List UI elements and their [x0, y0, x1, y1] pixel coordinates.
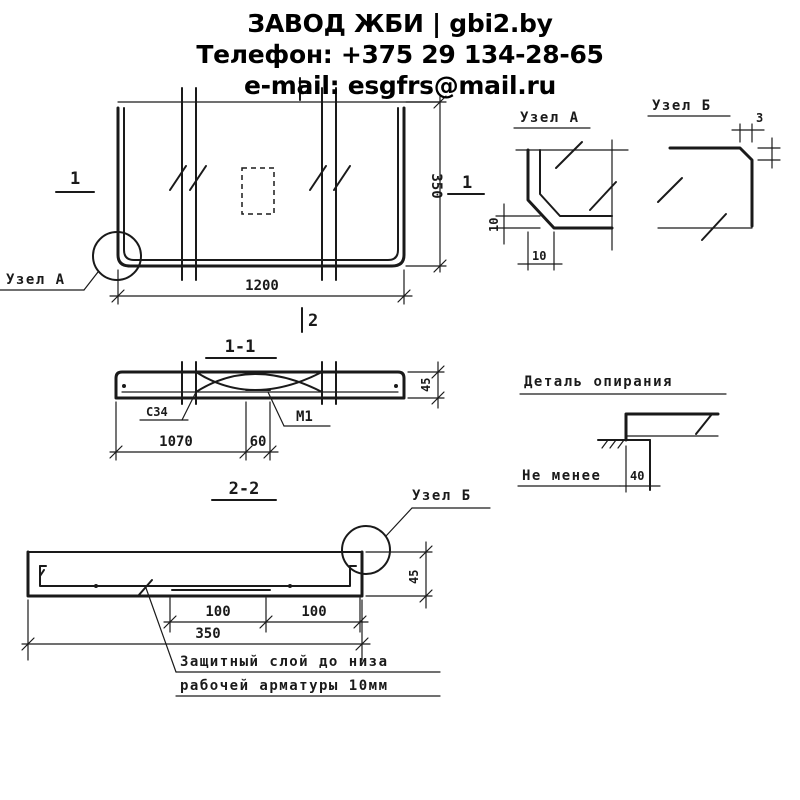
- plan-section-mark-left: 1: [70, 169, 80, 189]
- plan-dim-height: 350: [428, 173, 444, 198]
- section-1-dim-b: 60: [250, 434, 267, 450]
- node-a-dim-w: 10: [532, 249, 546, 263]
- section-2-note-line2: рабочей арматуры 10мм: [180, 678, 389, 694]
- node-a-dim-h: 10: [487, 218, 501, 232]
- plan-view: 350 1200 1 1 2 2 Узел А: [0, 77, 485, 333]
- support-detail: Деталь опирания Не менее 40: [517, 374, 727, 493]
- section-1-dim-h: 45: [419, 378, 433, 392]
- section-1-right-label: М1: [296, 409, 313, 425]
- contact-header: ЗАВОД ЖБИ | gbi2.by Телефон: +375 29 134…: [0, 8, 800, 101]
- header-company: ЗАВОД ЖБИ | gbi2.by: [247, 9, 553, 38]
- section-2-2: 2-2 Узел Б 45 100 100: [21, 479, 491, 697]
- section-1-1: 1-1 45 С34 М1 1070: [109, 337, 445, 461]
- header-email: e-mail: esgfrs@mail.ru: [244, 71, 556, 100]
- section-2-dim-total: 350: [195, 626, 220, 642]
- section-2-dim-b: 100: [301, 604, 326, 620]
- section-2-node-b-circle: [341, 525, 391, 575]
- section-1-dim-a: 1070: [159, 434, 193, 450]
- plan-section-mark-top: 2: [304, 83, 311, 97]
- node-a-title: Узел А: [520, 110, 580, 126]
- support-min-value: 40: [630, 469, 644, 483]
- section-2-note-line1: Защитный слой до низа: [180, 654, 389, 670]
- plan-section-mark-bottom: 2: [308, 311, 318, 331]
- node-b-detail: Узел Б 3: [647, 98, 781, 241]
- plan-opening: [241, 167, 275, 215]
- plan-section-mark-right: 1: [462, 173, 472, 193]
- plan-node-a-circle: [92, 231, 142, 281]
- plan-dim-width: 1200: [245, 278, 279, 294]
- section-1-left-label: С34: [146, 405, 168, 419]
- section-2-dim-h: 45: [407, 570, 421, 584]
- section-2-title: 2-2: [229, 479, 260, 499]
- plan-slab-inner: [123, 107, 399, 261]
- section-2-node-label: Узел Б: [412, 488, 472, 504]
- section-2-dim-a: 100: [205, 604, 230, 620]
- support-min-label: Не менее: [522, 468, 601, 484]
- node-b-dim: 3: [756, 111, 763, 125]
- plan-node-a-label: Узел А: [6, 272, 66, 288]
- support-title: Деталь опирания: [524, 374, 673, 390]
- plan-slab-outline: [116, 106, 406, 268]
- header-phone: Телефон: +375 29 134-28-65: [196, 40, 604, 69]
- node-b-title: Узел Б: [652, 98, 712, 114]
- section-1-title: 1-1: [225, 337, 256, 357]
- node-a-detail: Узел А 10 10: [487, 110, 629, 271]
